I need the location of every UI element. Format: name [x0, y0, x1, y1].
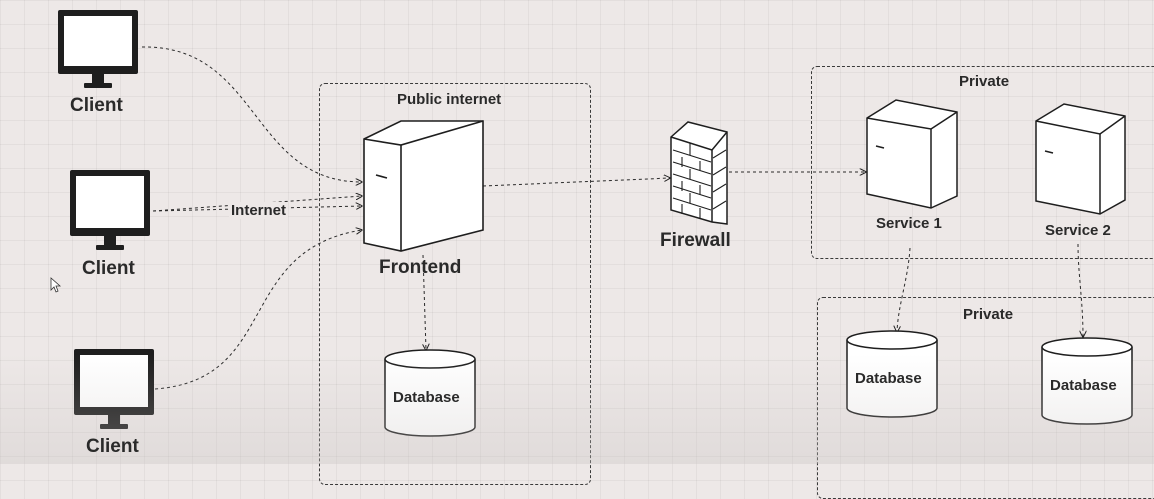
database-label: Database [393, 389, 460, 406]
firewall-icon [670, 121, 728, 225]
connector-service1-database [897, 247, 911, 332]
database-label: Database [855, 370, 922, 387]
frontend-label: Frontend [379, 257, 462, 278]
database-icon [1041, 337, 1133, 425]
private-services-zone-title: Private [959, 73, 1010, 90]
client-label: Client [70, 95, 123, 116]
public-internet-zone-title: Public internet [397, 91, 502, 108]
connector-client3-frontend [154, 230, 362, 390]
service-1-server-icon [866, 99, 958, 209]
client-monitor-icon [58, 10, 138, 88]
architecture-diagram [50, 10, 1133, 437]
mouse-cursor-icon [50, 277, 62, 293]
database-icon [846, 330, 938, 418]
internet-label: Internet [229, 202, 289, 219]
client-monitor-icon [70, 170, 150, 250]
service-2-server-icon [1035, 103, 1126, 215]
client-label: Client [86, 436, 139, 457]
service-2-label: Service 2 [1045, 222, 1111, 239]
private-services-zone [811, 66, 1154, 259]
frontend-server-icon [363, 120, 484, 252]
connector-client1-frontend [141, 46, 362, 182]
database-icon [384, 349, 476, 437]
service-1-label: Service 1 [876, 215, 942, 232]
private-databases-zone-title: Private [963, 306, 1014, 323]
client-label: Client [82, 258, 135, 279]
connector-frontend-firewall [482, 178, 670, 187]
client-monitor-icon [74, 349, 154, 429]
database-label: Database [1050, 377, 1117, 394]
firewall-label: Firewall [660, 230, 731, 251]
connector-service2-database [1077, 243, 1083, 337]
connector-frontend-database [423, 254, 426, 350]
